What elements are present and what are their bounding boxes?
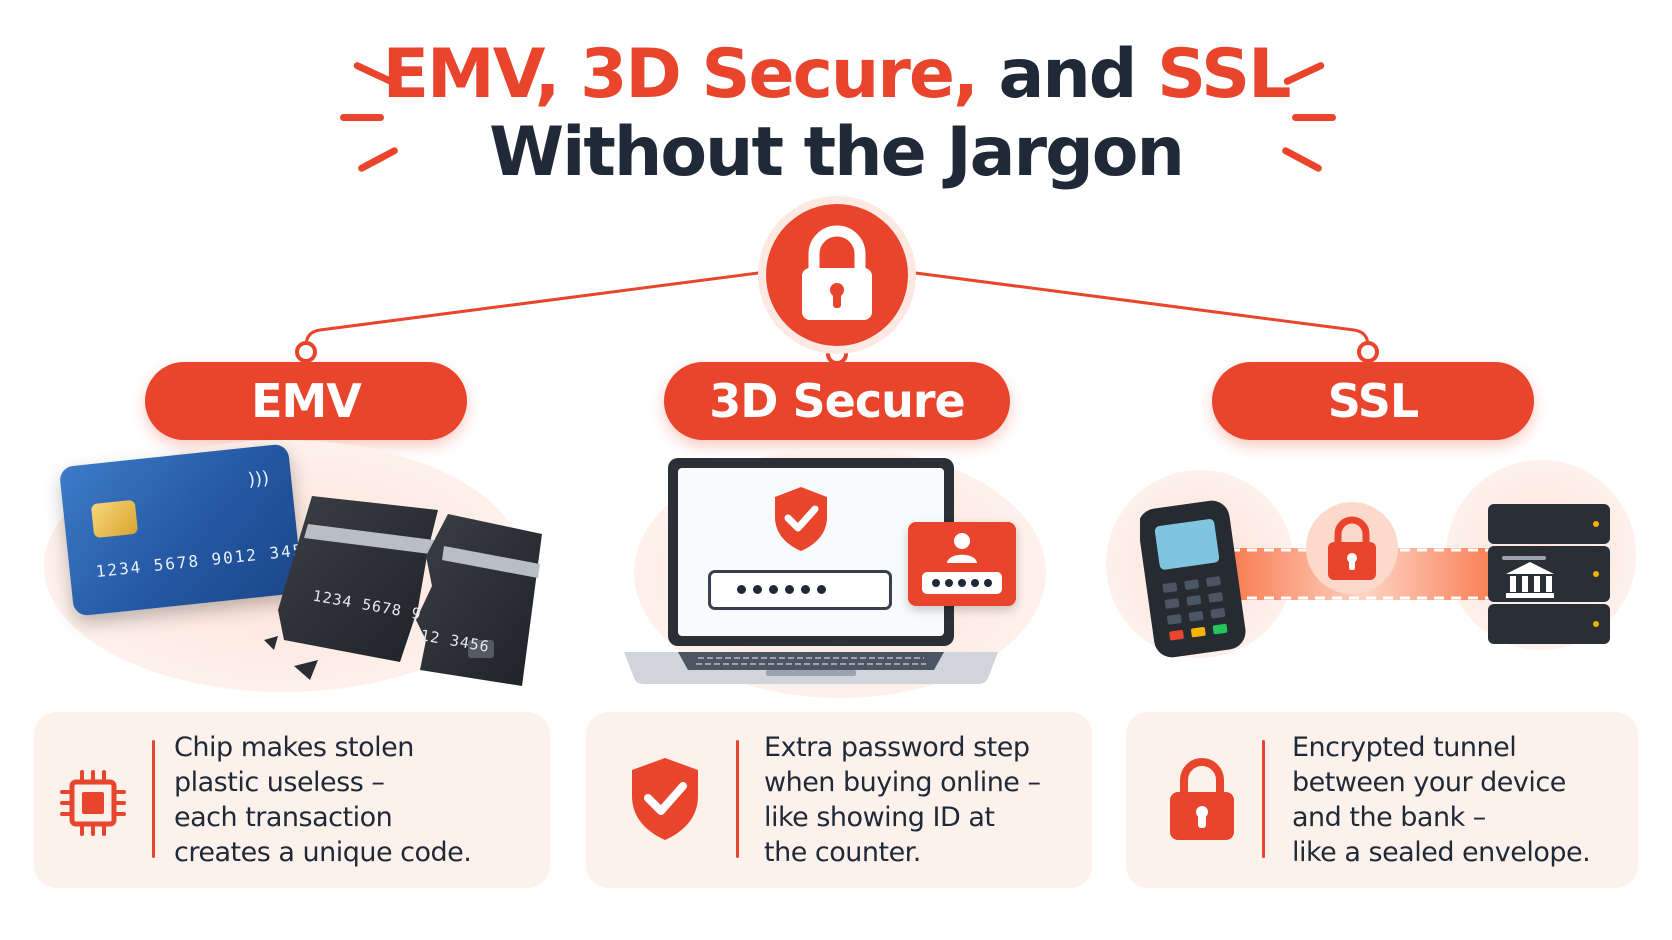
title-spark [1292,114,1336,121]
title-line-1: EMV, 3D Secure, and SSL [0,36,1672,114]
padlock-icon [802,225,872,320]
bank-server [1488,504,1610,644]
description-line: the counter. [764,837,921,868]
emv-description: Chip makes stolen plastic useless – each… [174,730,472,870]
description-line: Extra password step [764,732,1030,763]
shield-check-icon [632,758,698,840]
emv-chip [90,499,139,539]
emv-description-card: Chip makes stolen plastic useless – each… [34,712,550,888]
card-divider [152,740,155,858]
description-line: Encrypted tunnel [1292,732,1517,763]
description-line: like a sealed envelope. [1292,837,1591,868]
password-dots [737,585,826,594]
3d-secure-description-card: Extra password step when buying online –… [586,712,1092,888]
otp-field [922,572,1002,594]
card-divider [736,740,739,858]
section-label-emv: EMV [145,362,467,440]
screen-shield-check-icon [775,487,827,551]
description-line: each transaction [174,802,393,833]
ssl-description: Encrypted tunnel between your device and… [1292,730,1591,870]
user-icon [947,533,977,563]
3d-secure-description: Extra password step when buying online –… [764,730,1041,870]
description-line: and the bank – [1292,802,1486,833]
ssl-description-card: Encrypted tunnel between your device and… [1126,712,1638,888]
section-label-3d-secure: 3D Secure [664,362,1010,440]
title-and: and [998,35,1138,114]
title-ssl: SSL [1157,35,1291,114]
description-line: between your device [1292,767,1566,798]
card-divider [1262,740,1265,858]
title-line-2: Without the Jargon [489,113,1185,192]
padlock-icon [1170,758,1234,840]
description-line: like showing ID at [764,802,995,833]
title-emv-3d: EMV, 3D Secure, [382,35,979,114]
center-padlock-badge [766,204,908,346]
bank-icon [1506,562,1554,598]
description-line: Chip makes stolen [174,732,414,763]
broken-magstripe-card [264,496,542,686]
description-line: plastic useless – [174,767,385,798]
otp-dots [932,579,992,587]
microchip-icon [60,770,126,836]
section-label-ssl: SSL [1212,362,1534,440]
description-line: creates a unique code. [174,837,472,868]
card-terminal [1140,500,1246,658]
title-spark [340,114,384,121]
password-field [708,570,892,610]
otp-popup [908,522,1016,606]
description-line: when buying online – [764,767,1041,798]
tunnel-padlock-icon [1328,516,1376,580]
page-title: EMV, 3D Secure, and SSL Without the Jarg… [0,36,1672,192]
contactless-icon: ))) [246,467,271,491]
